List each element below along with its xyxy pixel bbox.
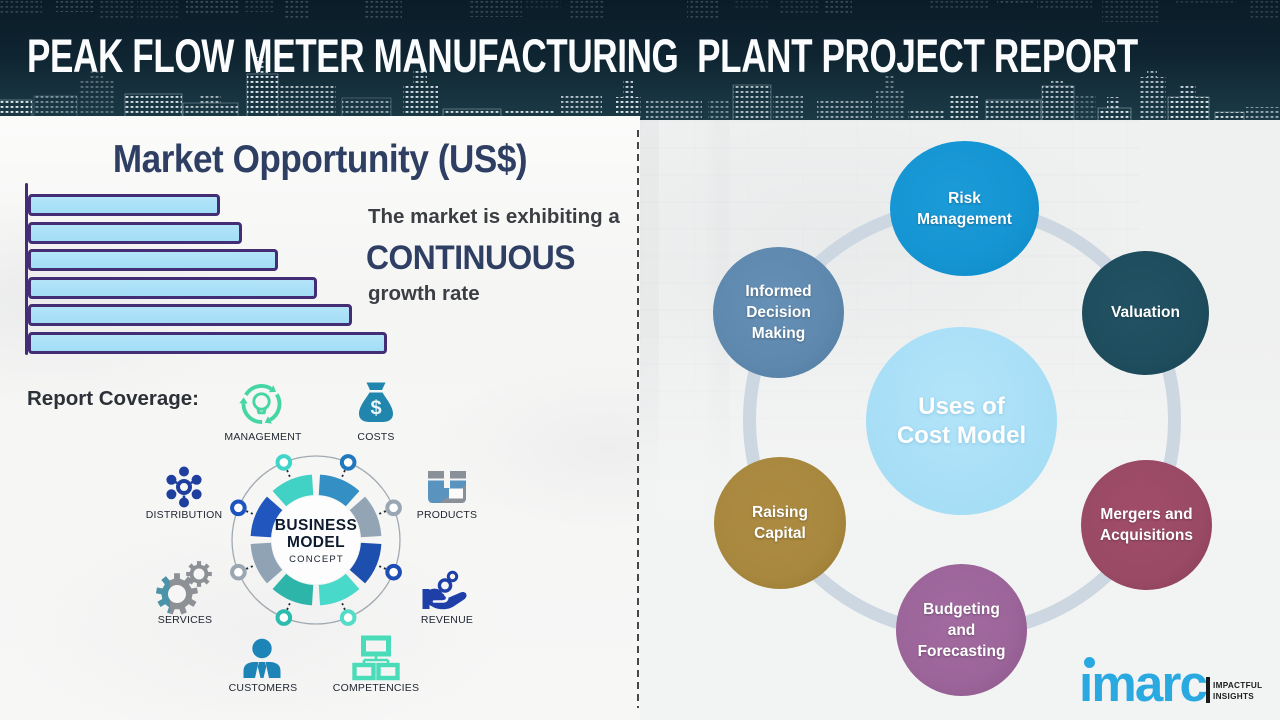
svg-text:$: $ xyxy=(370,398,381,420)
svg-text:MODEL: MODEL xyxy=(287,534,345,551)
svg-text:CONCEPT: CONCEPT xyxy=(289,554,344,565)
svg-text:BUSINESS: BUSINESS xyxy=(275,517,357,534)
